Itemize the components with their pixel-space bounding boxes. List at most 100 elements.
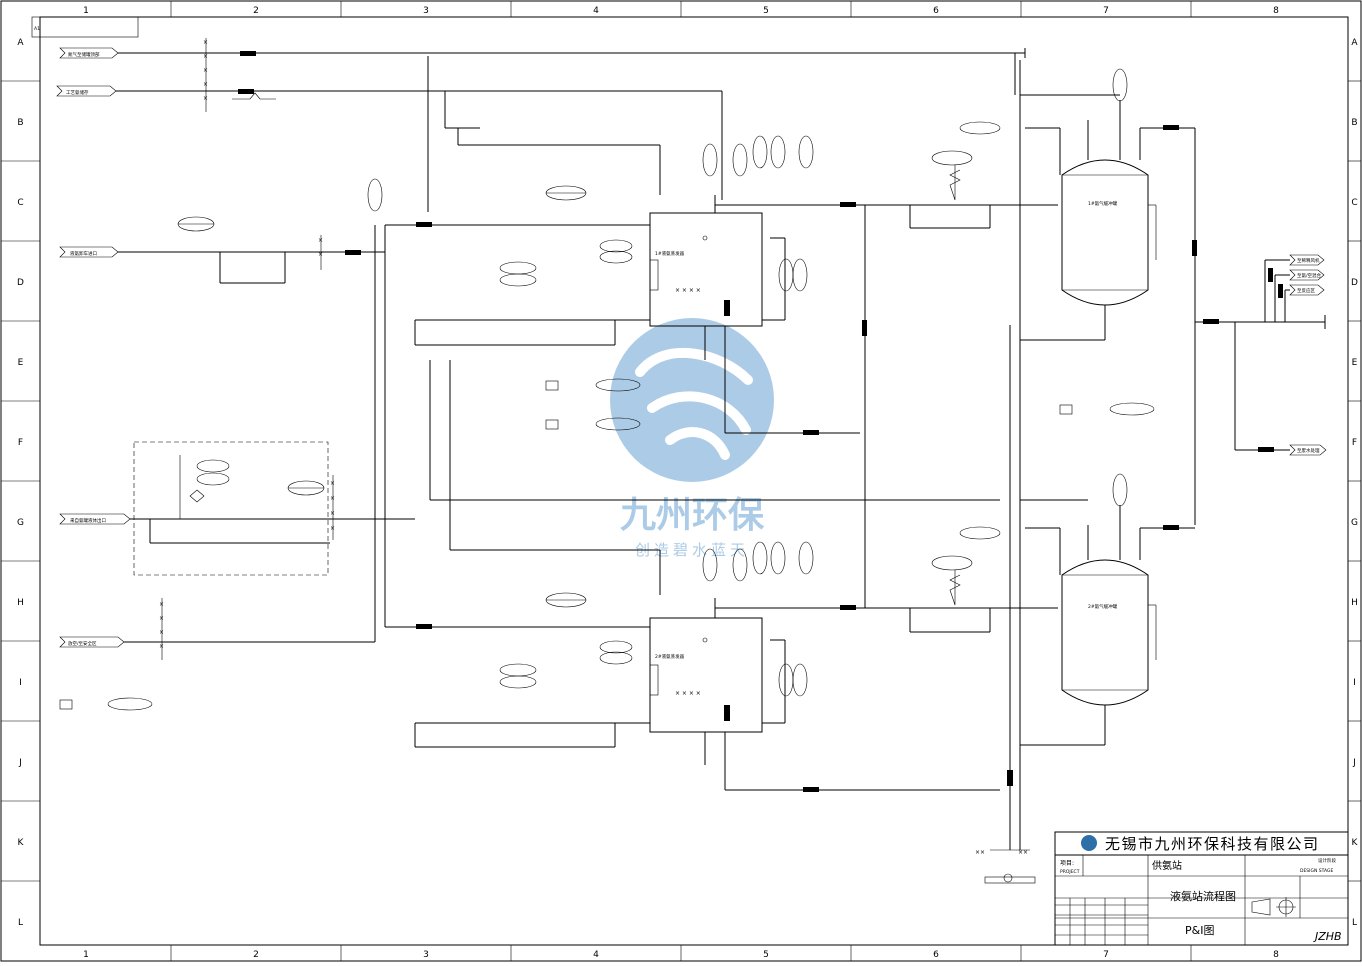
grid-col-6: 6 [933,6,939,16]
grid-col-1: 1 [83,950,89,960]
company-watermark: 九州环保 创造碧水蓝天 [610,318,774,559]
title-block: 无锡市九州环保科技有限公司 项目: PROJECT 供氨站 液氨站流程图 P&I… [1054,831,1349,946]
svg-text:×: × [318,237,323,244]
svg-text:×: × [203,39,208,46]
grid-col-3: 3 [423,950,429,960]
stream-arrow-vent [59,636,125,648]
main-piping [367,56,1000,748]
drain-arrow [1289,444,1327,456]
drain-pit [984,876,1036,884]
title-block-frame [1054,831,1349,946]
grid-row-I: I [1353,678,1356,688]
buffer-tank-2-label: 2#氨气缓冲罐 [1088,603,1118,610]
stream-arrow-n2 [59,47,119,59]
drawing-type: P&I图 [1185,924,1214,937]
grid-row-H: H [17,598,24,608]
vaporizer-1-body [649,212,763,327]
stream-label-proc: 工艺氨储存 [66,89,89,96]
grid-row-J: J [1352,758,1356,768]
grid-row-G: G [1351,518,1358,528]
vaporizer-1: 1#液氨蒸发器 × × × × [499,135,860,435]
grid-row-F: F [1352,438,1357,448]
outlet-label-2: 至氨/空混合 [1297,272,1322,279]
svg-text:××: ×× [1018,849,1028,856]
project-name: 供氨站 [1152,859,1182,872]
reference-box [31,16,139,38]
grid-row-C: C [1351,198,1357,208]
watermark-logo-swirl [635,347,753,460]
grid-col-7: 7 [1103,6,1109,16]
svg-text:× × × ×: × × × × [675,690,701,697]
drawing-title: 液氨站流程图 [1170,889,1236,903]
company-name: 无锡市九州环保科技有限公司 [1105,835,1320,853]
svg-text:×: × [330,510,335,517]
grid-row-E: E [1352,358,1358,368]
company-logo-icon [1081,835,1097,851]
grid-row-J: J [18,758,22,768]
buffer-tank-1-label: 1#氨气缓冲罐 [1088,200,1118,207]
watermark-slogan: 创造碧水蓝天 [635,541,749,559]
svg-text:×: × [203,95,208,102]
buffer-tank-1: 1#氨气缓冲罐 [1020,68,1197,525]
svg-text:×: × [159,643,164,650]
grid-row-G: G [17,518,24,528]
grid-col-8: 8 [1273,950,1279,960]
stream-arrow-proc [56,85,117,97]
svg-text:×: × [203,53,208,60]
vaporizer-2: 2#液氨蒸发器 × × × × [499,541,1000,792]
svg-text:×: × [203,67,208,74]
grid-col-6: 6 [933,950,939,960]
vaporizer-1-label: 1#液氨蒸发器 [655,250,685,257]
design-stage-en: DESIGN STAGE [1300,868,1334,874]
gas-detectors [545,378,1155,431]
design-stage-label: 设计阶段 [1318,857,1336,864]
grid-row-L: L [18,918,23,928]
svg-text:×: × [159,629,164,636]
grid-row-K: K [1352,838,1359,848]
svg-text:A1: A1 [34,26,40,32]
grid-col-5: 5 [763,950,769,960]
buffer-tank-2-body [1061,559,1149,706]
buffer-tank-1-body [1061,159,1149,306]
grid-row-I: I [19,678,22,688]
grid-col-5: 5 [763,6,769,16]
drawing-code: JZHB [1313,930,1342,943]
svg-text:×: × [330,495,335,502]
grid-row-D: D [17,278,24,288]
inlet-streams: 氮气至储罐顶部 工艺氨储存 ×× ×× × 液氨卸车进口 ×× [56,38,1026,711]
stream-arrow-inlet [59,246,119,258]
svg-text:×: × [159,615,164,622]
stream-arrow-recv [59,513,131,525]
vaporizer-2-label: 2#液氨蒸发器 [655,653,685,660]
grid-row-A: A [17,38,24,48]
grid-col-7: 7 [1103,950,1109,960]
svg-text:×: × [330,525,335,532]
project-label-en: PROJECT [1060,869,1080,875]
stream-label-inlet: 液氨卸车进口 [70,250,97,257]
svg-text:×: × [159,601,164,608]
grid-row-K: K [18,838,25,848]
project-label: 项目: [1060,860,1074,867]
stream-label-recv: 来自氨罐液体出口 [70,517,106,524]
grid-col-2: 2 [253,6,259,16]
grid-col-3: 3 [423,6,429,16]
grid-row-H: H [1351,598,1358,608]
gas-headers: ×× ×× [815,60,1105,884]
buffer-tank-2: 2#氨气缓冲罐 [1020,473,1195,745]
watermark-brand: 九州环保 [620,495,765,536]
drain-label: 至废水处理 [1297,447,1320,454]
grid-row-B: B [17,118,23,128]
grid-row-D: D [1351,278,1358,288]
outlet-arrows: 至稀释风机 至氨/空混合 至反应区 [1289,254,1325,296]
outlet-label-3: 至反应区 [1297,287,1315,294]
svg-text:××: ×× [975,849,985,856]
grid-col-2: 2 [253,950,259,960]
svg-text:×: × [318,251,323,258]
grid-row-B: B [1351,118,1357,128]
svg-text:×: × [330,480,335,487]
svg-text:×: × [203,81,208,88]
grid-col-4: 4 [593,950,599,960]
grid-row-E: E [18,358,24,368]
